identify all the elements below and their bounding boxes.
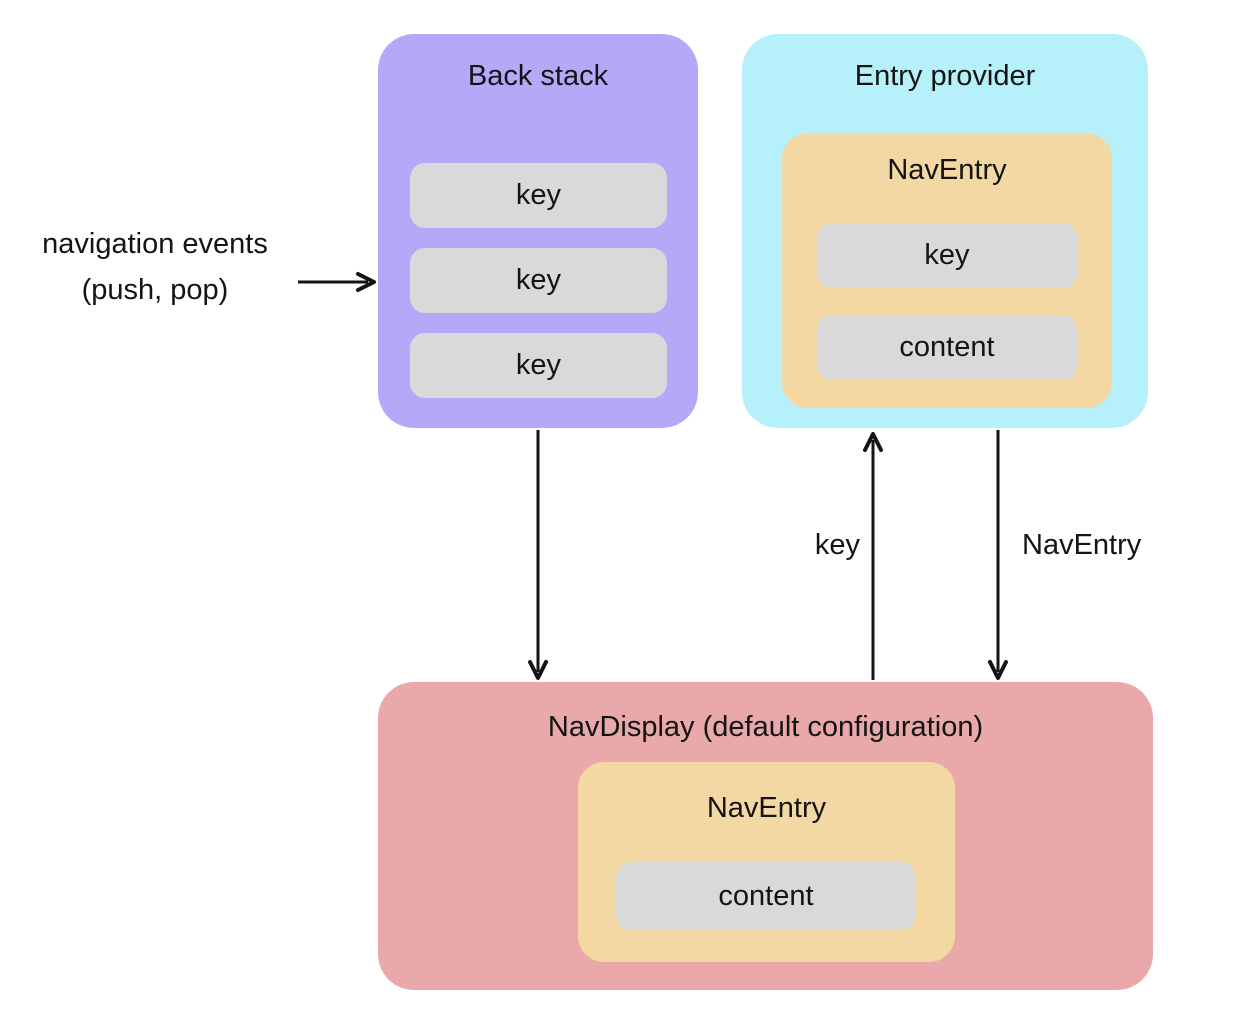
back-stack-key-pill: key xyxy=(410,333,667,398)
nav-entry-content-pill: content xyxy=(616,862,916,930)
back-stack-box: Back stack key key key xyxy=(378,34,698,428)
entry-provider-nav-entry-box: NavEntry key content xyxy=(782,133,1112,408)
nav-entry-arrow-label: NavEntry xyxy=(1022,529,1142,561)
entry-provider-title: Entry provider xyxy=(854,60,1036,92)
navigation-events-line1: navigation events xyxy=(42,228,268,260)
nav-display-title: NavDisplay (default configuration) xyxy=(547,711,984,743)
navigation-events-label: navigation events (push, pop) xyxy=(5,221,305,313)
key-arrow-label: key xyxy=(814,529,860,561)
nav-display-nav-entry-box: NavEntry content xyxy=(578,762,955,962)
back-stack-title: Back stack xyxy=(467,60,609,92)
nav-entry-content-pill: content xyxy=(817,315,1077,380)
nav-entry-key-pill: key xyxy=(817,223,1077,288)
entry-provider-box: Entry provider NavEntry key content xyxy=(742,34,1148,428)
nav-entry-title: NavEntry xyxy=(887,154,1007,186)
nav-entry-title: NavEntry xyxy=(706,792,827,824)
navigation-events-line2: (push, pop) xyxy=(81,274,229,306)
nav-display-box: NavDisplay (default configuration) NavEn… xyxy=(378,682,1153,990)
back-stack-key-pill: key xyxy=(410,163,667,228)
back-stack-key-pill: key xyxy=(410,248,667,313)
